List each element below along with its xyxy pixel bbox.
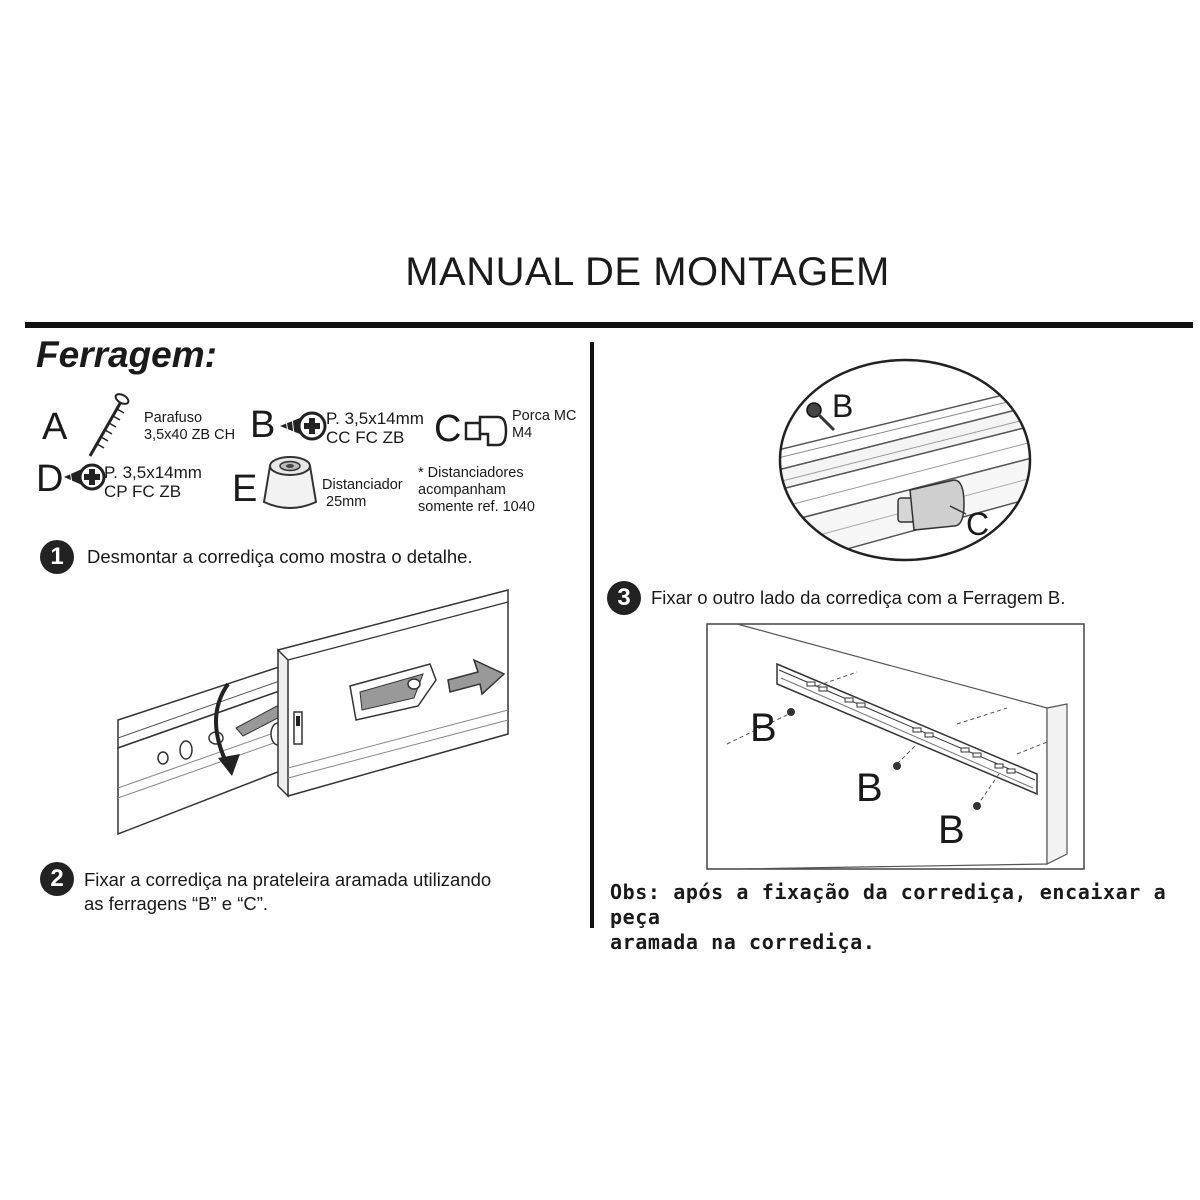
hardware-desc-line: Porca MC <box>512 408 577 424</box>
hardware-desc-b: P. 3,5x14mm CC FC ZB <box>326 409 424 447</box>
hardware-desc-line: 3,5x40 ZB CH <box>144 427 236 443</box>
hardware-desc-line: Distanciador <box>322 477 403 493</box>
slide-mounting-illustration <box>706 623 1085 870</box>
hardware-letter-d: D <box>36 458 64 500</box>
header-rule <box>25 322 1193 328</box>
step3-callout-b: B <box>938 808 965 852</box>
hardware-desc-line: M4 <box>512 425 533 441</box>
spacer-note-line: * Distanciadores <box>418 465 524 481</box>
hardware-letter-e: E <box>232 468 258 510</box>
hardware-desc-line: P. 3,5x14mm <box>326 409 424 428</box>
hardware-desc-line: 25mm <box>326 494 367 510</box>
step-3-badge: 3 <box>607 581 641 615</box>
hardware-desc-e: Distanciador 25mm <box>322 477 403 511</box>
step-2-line: Fixar a corrediça na prateleira aramada … <box>84 869 492 890</box>
spacer-note: * Distanciadores acompanham somente ref.… <box>418 465 535 516</box>
detail-callout-c: C <box>966 506 990 542</box>
hardware-desc-d: P. 3,5x14mm CP FC ZB <box>104 463 202 501</box>
note-line: Obs: após a fixação da corrediça, encaix… <box>610 880 1167 929</box>
section-heading: Ferragem: <box>36 334 217 375</box>
hardware-letter-b: B <box>250 404 276 446</box>
screw-icon <box>88 393 130 457</box>
hardware-desc-c: Porca MC M4 <box>512 408 576 442</box>
hardware-letter-a: A <box>42 406 68 448</box>
page-title: MANUAL DE MONTAGEM <box>405 250 890 294</box>
pan-screw-icon <box>280 411 327 441</box>
hardware-desc-line: P. 3,5x14mm <box>104 463 202 482</box>
step-2-badge: 2 <box>40 862 74 896</box>
step-2-line: as ferragens “B” e “C”. <box>84 893 269 914</box>
spacer-icon <box>262 456 318 509</box>
step-3-text: Fixar o outro lado da corrediça com a Fe… <box>651 587 1066 608</box>
detail-magnifier-illustration <box>778 358 1032 562</box>
step-1-badge: 1 <box>40 540 74 574</box>
step-2-text: Fixar a corrediça na prateleira aramada … <box>84 868 491 916</box>
step3-callout-b: B <box>856 766 883 810</box>
spacer-note-line: acompanham <box>418 482 506 498</box>
hardware-letter-c: C <box>434 408 462 450</box>
nut-icon <box>464 415 508 447</box>
hardware-desc-line: CP FC ZB <box>104 482 182 501</box>
note-line: aramada na corrediça. <box>610 930 876 954</box>
step3-callout-b: B <box>750 706 777 750</box>
column-divider <box>590 342 594 928</box>
spacer-note-line: somente ref. 1040 <box>418 499 535 515</box>
step-1-text: Desmontar a corrediça como mostra o deta… <box>87 546 473 567</box>
slide-disassembly-illustration <box>117 589 509 836</box>
pan-screw-icon <box>64 463 106 491</box>
assembly-note: Obs: após a fixação da corrediça, encaix… <box>610 880 1200 955</box>
hardware-desc-a: Parafuso 3,5x40 ZB CH <box>144 410 235 444</box>
detail-callout-b: B <box>832 388 854 424</box>
hardware-desc-line: CC FC ZB <box>326 428 405 447</box>
hardware-desc-line: Parafuso <box>144 410 203 426</box>
